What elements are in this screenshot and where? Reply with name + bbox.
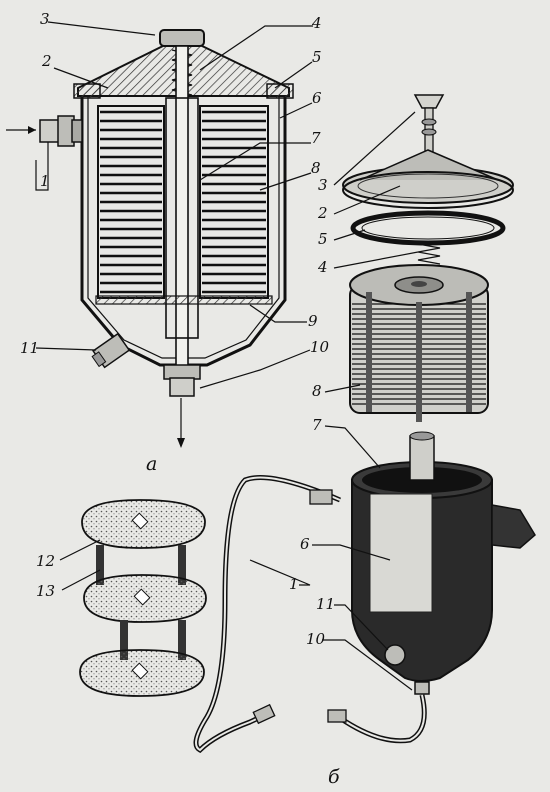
callout-b-2: 2 bbox=[317, 204, 328, 222]
top-nut bbox=[159, 29, 205, 47]
callout-a-5: 5 bbox=[312, 48, 322, 66]
filter-plates-right bbox=[202, 110, 266, 294]
cover-flange-right bbox=[266, 83, 294, 99]
cover-flange-left bbox=[73, 83, 101, 99]
view-b-label: б bbox=[328, 766, 340, 788]
housing-centre-pipe bbox=[409, 435, 435, 481]
callout-b-7: 7 bbox=[312, 416, 322, 434]
inlet-arrowhead bbox=[28, 126, 36, 134]
callout-a-7: 7 bbox=[311, 129, 321, 147]
housing-highlight bbox=[369, 493, 433, 613]
housing-mount-bracket bbox=[491, 504, 536, 549]
labels-view-a: 3 4 2 5 6 7 8 1 9 11 10 а bbox=[20, 10, 330, 475]
outlet-arrowhead bbox=[177, 438, 185, 448]
inlet-fitting bbox=[39, 115, 83, 147]
leaders-a bbox=[35, 21, 313, 389]
callout-a-4: 4 bbox=[311, 14, 322, 32]
callout-b-8: 8 bbox=[312, 382, 322, 400]
callout-b-10: 10 bbox=[306, 630, 326, 648]
exploded-gasket bbox=[350, 210, 506, 246]
callout-b-13: 13 bbox=[36, 582, 55, 600]
callout-b-5: 5 bbox=[318, 230, 328, 248]
callout-b-6: 6 bbox=[300, 535, 310, 553]
callout-a-6: 6 bbox=[312, 89, 322, 107]
outlet-fitting bbox=[163, 364, 201, 397]
callout-a-9: 9 bbox=[308, 312, 318, 330]
exploded-spring bbox=[417, 243, 441, 265]
sectional-view bbox=[6, 29, 294, 448]
callout-a-8: 8 bbox=[311, 159, 321, 177]
callout-b-4: 4 bbox=[317, 258, 328, 276]
callout-a-10: 10 bbox=[310, 338, 330, 356]
callout-b-3: 3 bbox=[318, 176, 328, 194]
central-tube bbox=[165, 97, 199, 339]
exploded-filter-plates bbox=[79, 499, 207, 697]
housing-drain-plug bbox=[384, 644, 406, 666]
exploded-inlet-tube bbox=[193, 475, 341, 754]
exploded-filter-element bbox=[349, 264, 489, 422]
callout-b-11: 11 bbox=[316, 595, 335, 613]
housing-outlet bbox=[414, 681, 430, 695]
callout-a-1: 1 bbox=[40, 172, 50, 190]
filter-plates-left bbox=[100, 110, 162, 294]
exploded-cap-bolt bbox=[413, 94, 445, 161]
central-rod bbox=[175, 45, 189, 377]
callout-a-11: 11 bbox=[20, 339, 39, 357]
exploded-outlet-tube bbox=[327, 694, 427, 744]
callout-b-12: 12 bbox=[36, 552, 55, 570]
bottom-plate bbox=[95, 295, 273, 305]
labels-view-b: 3 2 5 4 8 7 6 1 11 10 12 13 б bbox=[36, 176, 340, 788]
callout-a-2: 2 bbox=[41, 52, 52, 70]
callout-a-3: 3 bbox=[40, 10, 50, 28]
exploded-housing bbox=[351, 431, 536, 695]
drain-plug bbox=[91, 332, 131, 369]
exploded-cover bbox=[342, 149, 514, 209]
callout-b-1: 1 bbox=[289, 575, 299, 593]
leaders-b bbox=[59, 111, 419, 691]
view-a-label: а bbox=[146, 453, 157, 475]
